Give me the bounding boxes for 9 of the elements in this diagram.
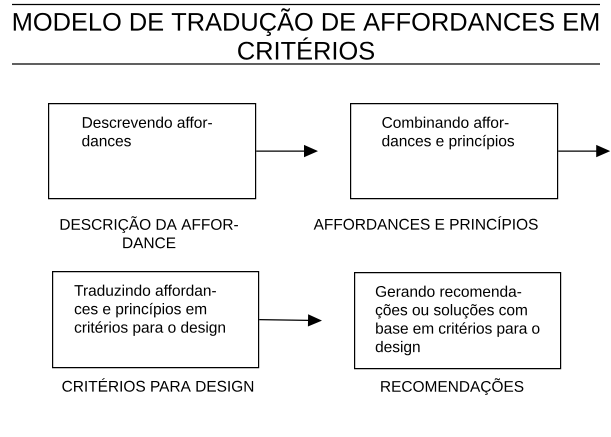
process-box: Combinando affor- dances e princípios [350, 103, 558, 200]
process-box: Gerando recomenda- ções ou soluções com base em critérios para o design [354, 272, 562, 370]
node-label: RECOMENDAÇÕES [381, 378, 524, 396]
node-label: DESCRIÇÃO DA AFFOR- DANCE [60, 216, 238, 248]
title: MODELO DE TRADUÇÃO DE AFFORDANCES EM CRITÉRIOS [14, 8, 598, 60]
process-box: Traduzindo affordan- ces e princípios em critérios para o design [52, 270, 260, 368]
node-label: AFFORDANCES E PRINCÍPIOS [314, 216, 538, 230]
node-label: CRITÉRIOS PARA DESIGN [62, 378, 254, 392]
process-box: Descrevendo affor- dances [48, 103, 256, 200]
